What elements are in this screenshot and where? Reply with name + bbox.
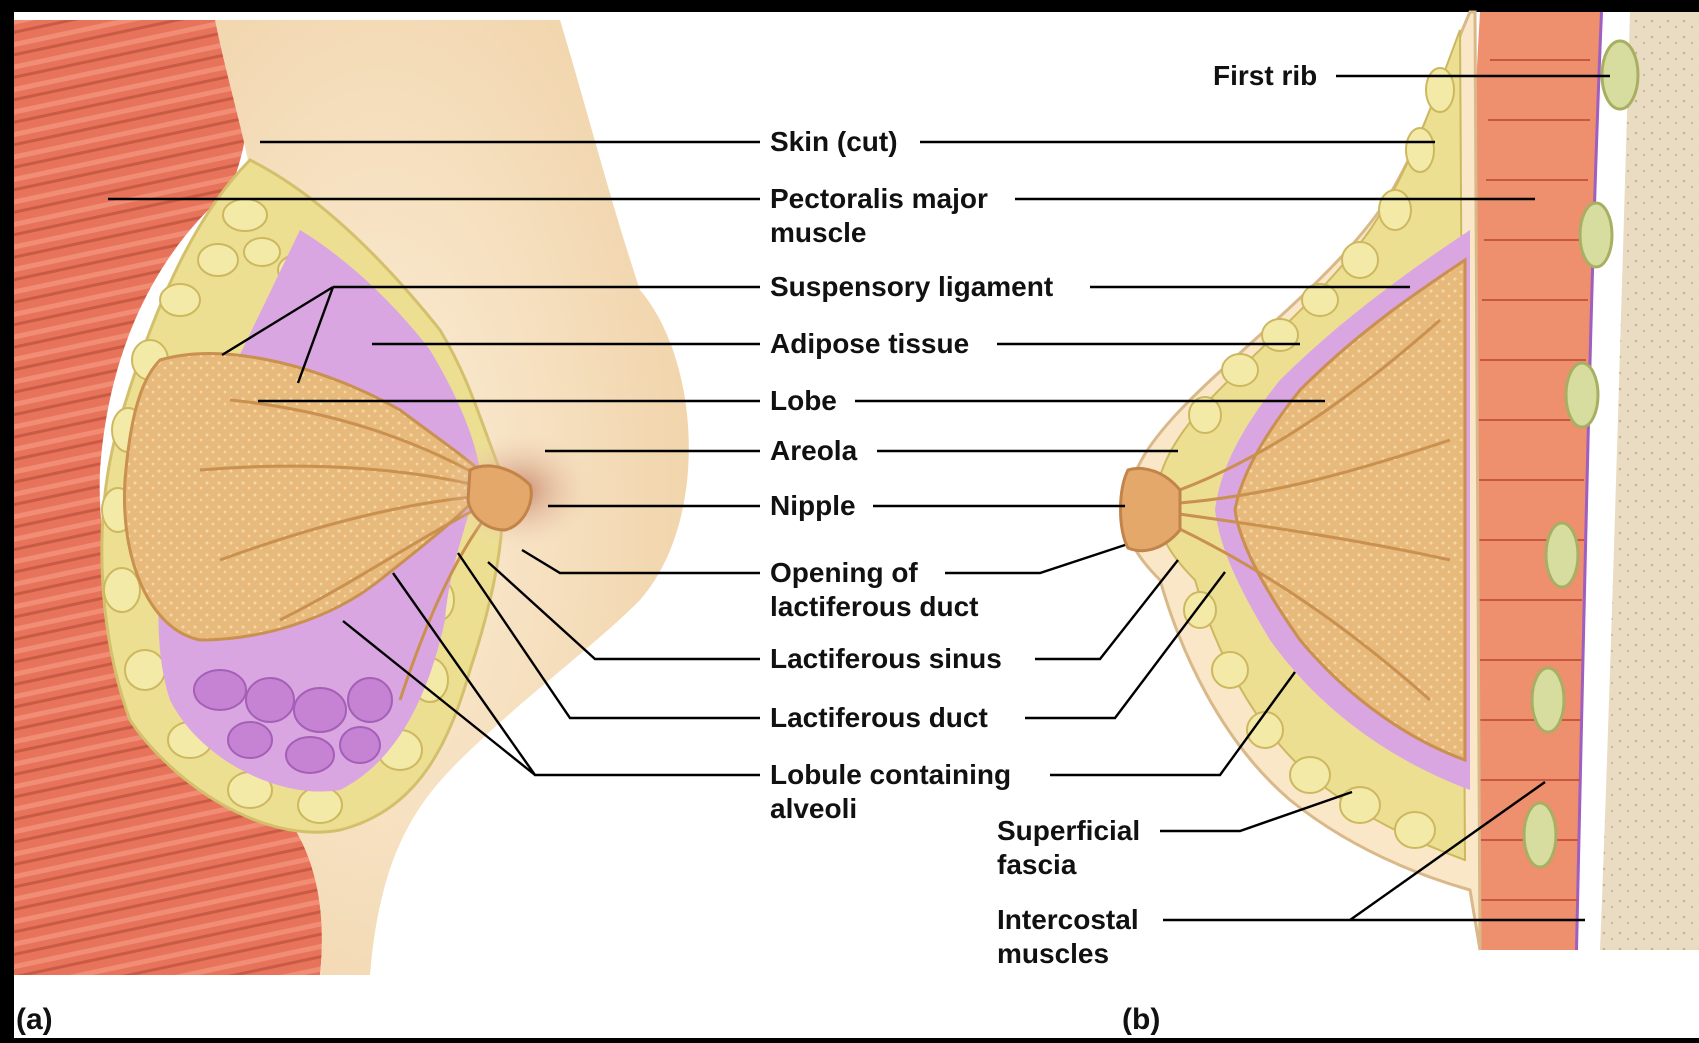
label-skin-cut: Skin (cut) [770, 125, 898, 159]
label-nipple: Nipple [770, 489, 856, 523]
label-opening-line1: Opening of [770, 556, 918, 590]
label-superficial-fascia-line1: Superficial [997, 814, 1140, 848]
label-intercostal-line1: Intercostal [997, 903, 1139, 937]
label-first-rib: First rib [1213, 59, 1317, 93]
label-pectoralis-line1: Pectoralis major [770, 182, 988, 216]
panel-label-a: (a) [16, 1003, 53, 1037]
label-intercostal-line2: muscles [997, 937, 1109, 971]
label-lobule-line2: alveoli [770, 792, 857, 826]
label-lactiferous-sinus: Lactiferous sinus [770, 642, 1002, 676]
label-suspensory-ligament: Suspensory ligament [770, 270, 1053, 304]
label-superficial-fascia-line2: fascia [997, 848, 1076, 882]
label-lactiferous-duct: Lactiferous duct [770, 701, 988, 735]
label-adipose-tissue: Adipose tissue [770, 327, 969, 361]
nipple-b [1121, 468, 1181, 550]
panel-label-b: (b) [1122, 1003, 1160, 1037]
label-lobule-line1: Lobule containing [770, 758, 1011, 792]
label-pectoralis-line2: muscle [770, 216, 867, 250]
label-opening-line2: lactiferous duct [770, 590, 978, 624]
label-areola: Areola [770, 434, 857, 468]
label-lobe: Lobe [770, 384, 837, 418]
